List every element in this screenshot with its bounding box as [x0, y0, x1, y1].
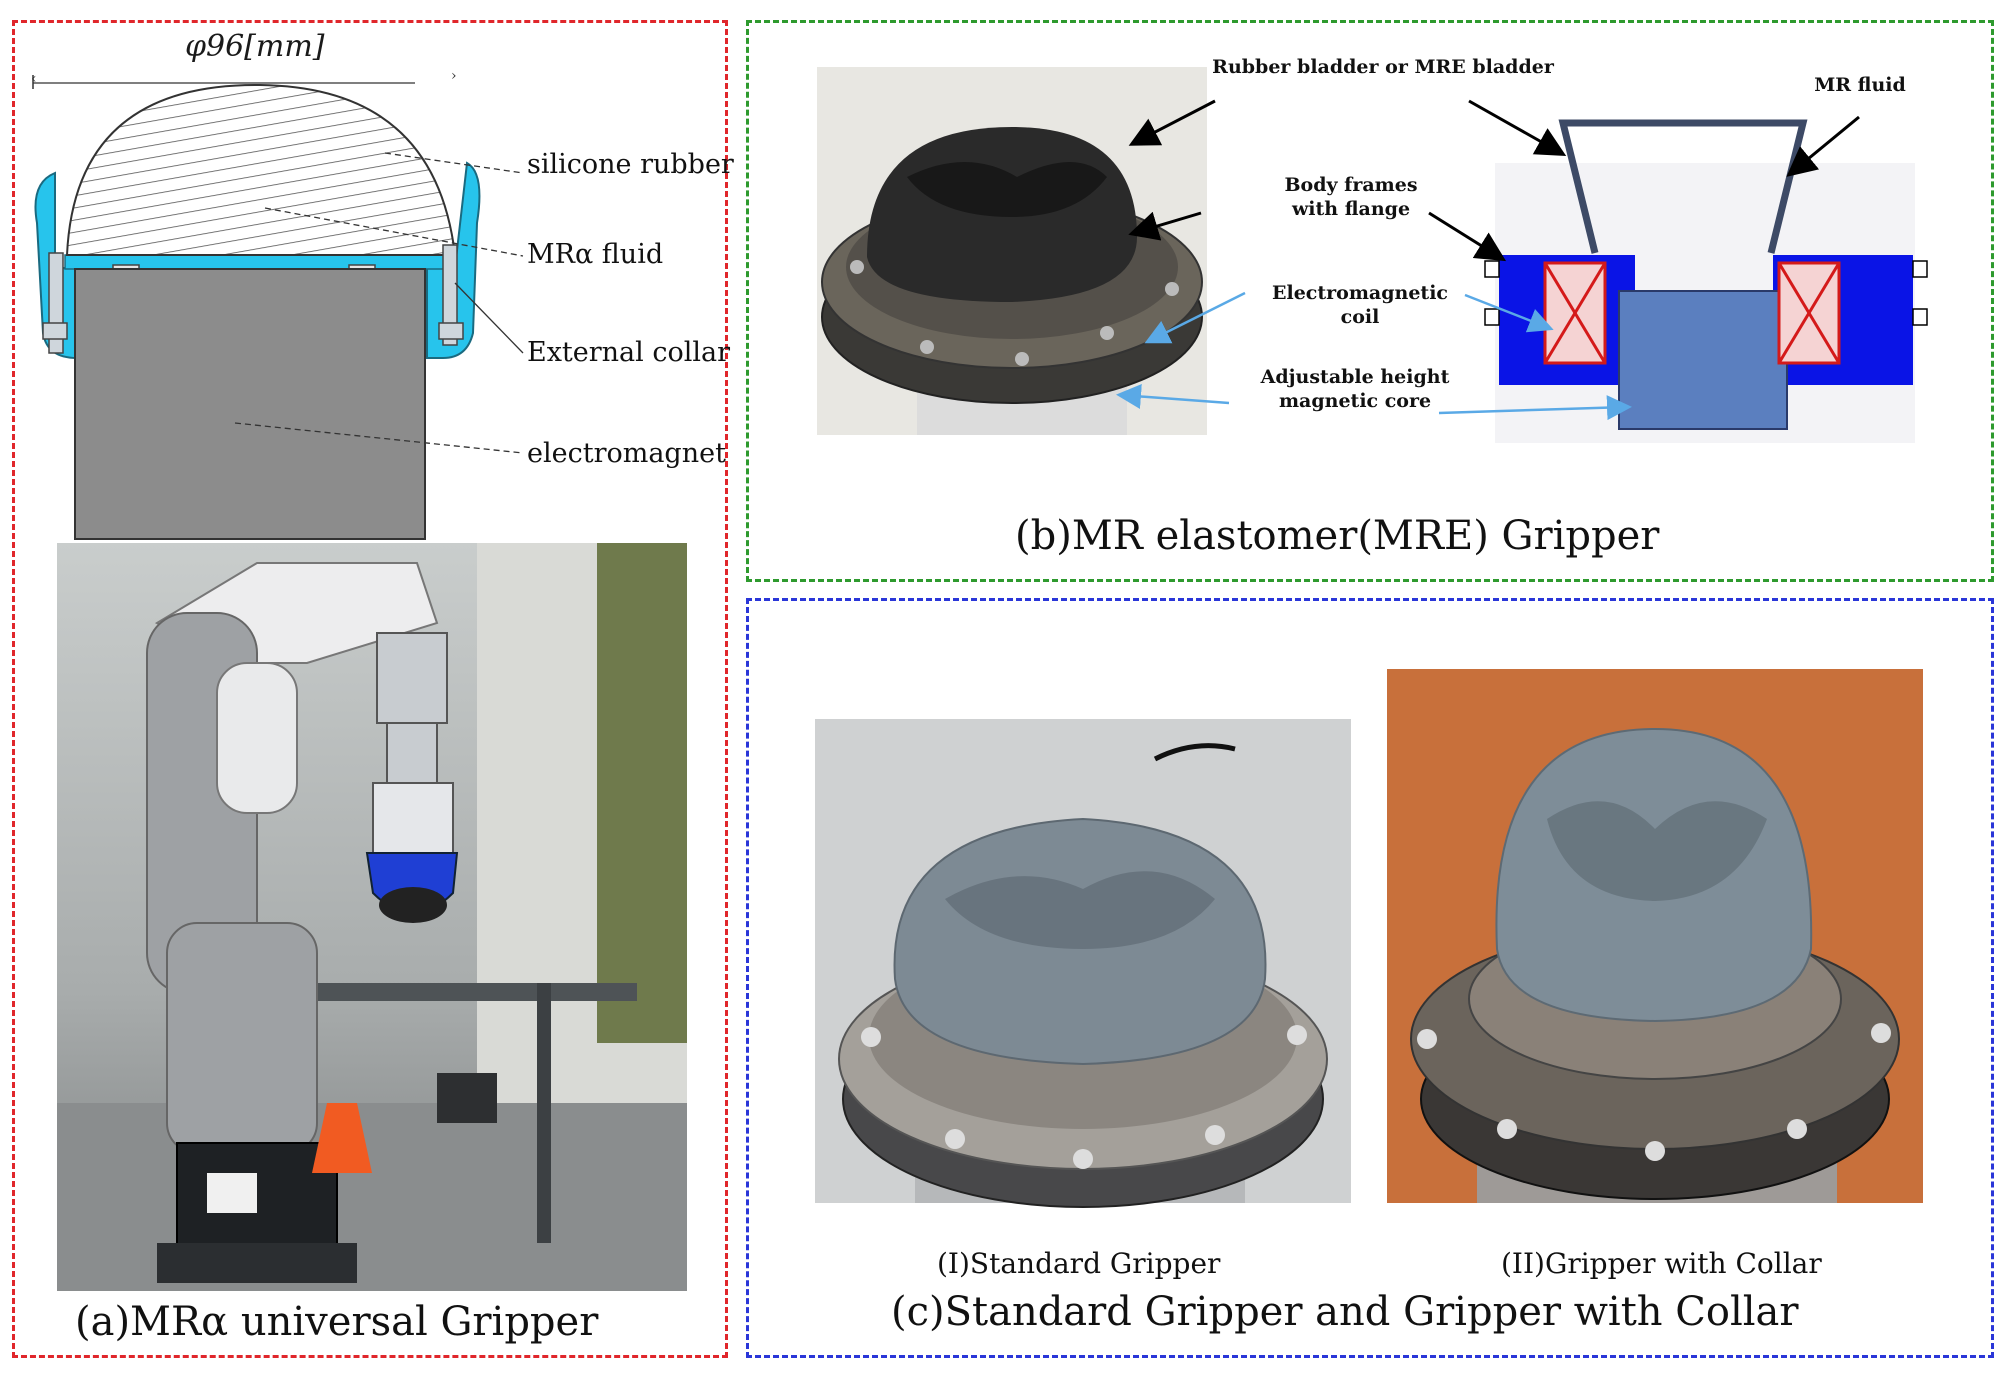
gripper-cross-section: ‹ › — [31, 68, 524, 540]
svg-text:›: › — [451, 68, 457, 84]
panel-b-frame: Rubber bladder or MRE bladder MR fluid B… — [746, 20, 1994, 582]
label-electromagnet: electromagnet — [527, 438, 726, 469]
photo-annotation-arrows — [1116, 99, 1928, 443]
panel-a-frame: φ96[mm] ‹ › silicone rubber MR — [12, 20, 734, 1358]
label-mr-fluid: MR fluid — [1814, 74, 1906, 96]
panel-c-caption: (c)Standard Gripper and Gripper with Col… — [891, 1289, 1799, 1335]
collar-gripper-photo — [1387, 669, 1923, 1203]
sub-caption-standard: (I)Standard Gripper — [937, 1247, 1221, 1280]
panel-c-frame: (I)Standard Gripper (II)Gripper with Col… — [746, 598, 1994, 1358]
robot-arm-photo — [57, 543, 687, 1291]
label-mra-fluid: MRα fluid — [527, 239, 664, 270]
label-magnetic-core: Adjustable height magnetic core — [1260, 366, 1450, 412]
panel-b-caption: (b)MR elastomer(MRE) Gripper — [1015, 513, 1660, 559]
sub-caption-collar: (II)Gripper with Collar — [1501, 1247, 1822, 1280]
label-bladder: Rubber bladder or MRE bladder — [1212, 56, 1554, 78]
panel-a-caption: (a)MRα universal Gripper — [75, 1299, 599, 1345]
svg-text:‹: ‹ — [31, 71, 37, 87]
label-electromagnetic-coil: Electromagnetic coil — [1272, 282, 1448, 328]
standard-gripper-photo — [815, 719, 1351, 1208]
label-silicone-rubber: silicone rubber — [527, 149, 734, 180]
dimension-label: φ96[mm] — [185, 29, 325, 64]
label-body-frames: Body frames with flange — [1284, 174, 1418, 220]
label-external-collar: External collar — [527, 337, 731, 368]
